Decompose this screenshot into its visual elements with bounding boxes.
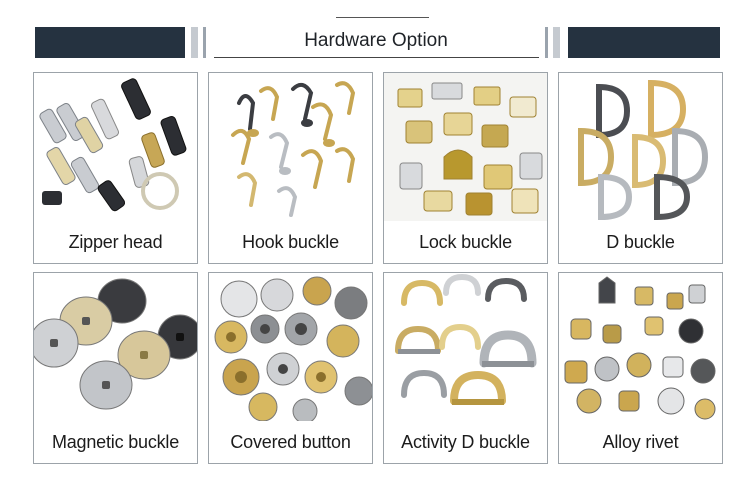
header-left-accent-thin bbox=[203, 27, 206, 58]
header-right-accent-thin bbox=[545, 27, 548, 58]
header-left-accent bbox=[191, 27, 198, 58]
zipper-pulls-image bbox=[34, 73, 197, 221]
product-label: Covered button bbox=[230, 432, 351, 452]
d-rings-image bbox=[559, 73, 722, 221]
product-card-alloy-rivet[interactable]: Alloy rivet bbox=[558, 272, 723, 464]
product-card-activity-d-buckle[interactable]: Activity D buckle bbox=[383, 272, 548, 464]
product-label: Activity D buckle bbox=[401, 432, 530, 452]
page-title: Hardware Option bbox=[304, 30, 448, 51]
activity-d-rings-image bbox=[384, 273, 547, 421]
header-right-bar bbox=[568, 27, 720, 58]
product-label: Lock buckle bbox=[419, 232, 512, 252]
product-label: Hook buckle bbox=[242, 232, 339, 252]
rivets-image bbox=[559, 273, 722, 421]
product-card-covered-button[interactable]: Covered button bbox=[208, 272, 373, 464]
product-label: Magnetic buckle bbox=[51, 432, 180, 452]
product-label: Alloy rivet bbox=[602, 432, 679, 452]
snap-buttons-image bbox=[209, 273, 372, 421]
product-card-d-buckle[interactable]: D buckle bbox=[558, 72, 723, 264]
swivel-hooks-image bbox=[209, 73, 372, 221]
product-card-magnetic-buckle[interactable]: Magnetic buckle bbox=[33, 272, 198, 464]
header-top-line bbox=[336, 17, 429, 18]
product-card-lock-buckle[interactable]: Lock buckle bbox=[383, 72, 548, 264]
product-label: D buckle bbox=[606, 232, 675, 252]
header-left-bar bbox=[35, 27, 185, 58]
lock-clasps-image bbox=[384, 73, 547, 221]
product-card-hook-buckle[interactable]: Hook buckle bbox=[208, 72, 373, 264]
product-card-zipper-head[interactable]: Zipper head bbox=[33, 72, 198, 264]
header-right-accent bbox=[553, 27, 560, 58]
magnetic-snaps-image bbox=[34, 273, 197, 421]
header-underline bbox=[214, 57, 539, 58]
product-label: Zipper head bbox=[68, 232, 163, 252]
